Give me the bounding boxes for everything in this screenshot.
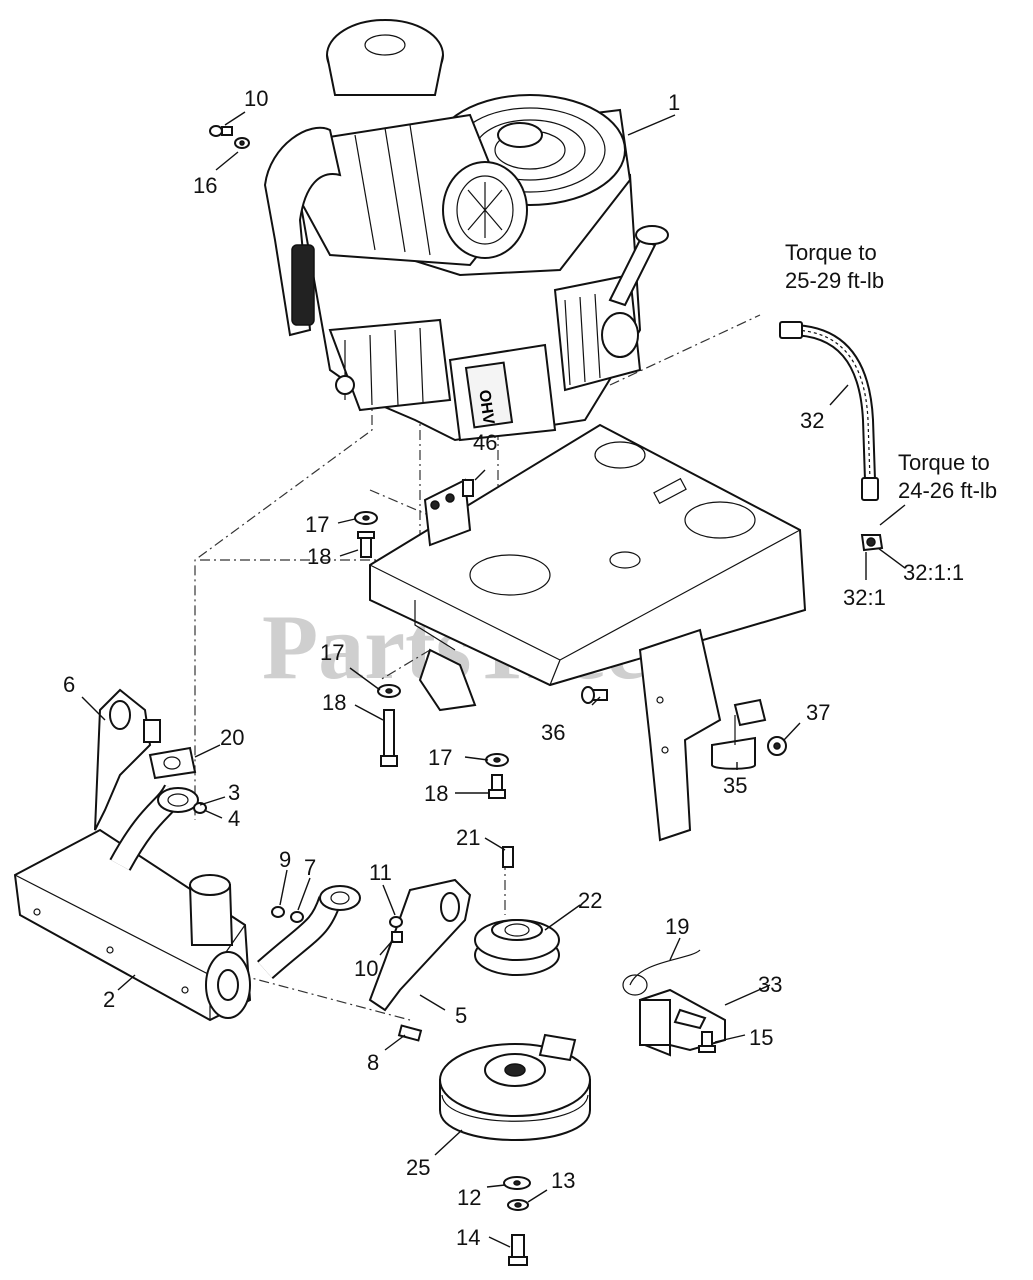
callout-46: 46: [473, 430, 497, 455]
washer-11[interactable]: [389, 916, 403, 928]
washer-9[interactable]: [271, 906, 285, 918]
callout-3: 3: [228, 780, 240, 805]
callout-5: 5: [455, 1003, 467, 1028]
callout-19: 19: [665, 914, 689, 939]
washer-17b[interactable]: [377, 684, 401, 698]
callout-10-lower: 10: [354, 956, 378, 981]
pipe-7[interactable]: [257, 885, 361, 979]
torque-notes: Torque to 25-29 ft-lb Torque to 24-26 ft…: [785, 240, 997, 503]
flange-3[interactable]: [157, 787, 199, 813]
washer-17a[interactable]: [354, 511, 378, 525]
bolt-8[interactable]: [397, 1024, 423, 1042]
clutch-25[interactable]: [439, 1033, 591, 1141]
engine-assembly[interactable]: OHV: [263, 19, 669, 442]
bracket-5[interactable]: [368, 878, 472, 1012]
callout-labels: 1 10 16 32 46 17 18 32:1:1 32:1 17 18 6 …: [63, 86, 964, 1250]
callout-32: 32: [800, 408, 824, 433]
bolt-15[interactable]: [698, 1031, 716, 1053]
callout-14: 14: [456, 1225, 480, 1250]
callout-10-top: 10: [244, 86, 268, 111]
callout-8: 8: [367, 1050, 379, 1075]
callout-36: 36: [541, 720, 565, 745]
callout-32-1-1: 32:1:1: [903, 560, 964, 585]
callout-17-upper: 17: [305, 512, 329, 537]
deck-plate: [369, 423, 807, 842]
washer-16[interactable]: [234, 137, 250, 149]
pin-19[interactable]: [622, 949, 701, 996]
pulley-22[interactable]: [474, 919, 560, 976]
key-21[interactable]: [502, 846, 514, 868]
screw-10-top[interactable]: [209, 125, 233, 137]
muffler[interactable]: [13, 784, 252, 1022]
callout-7: 7: [304, 855, 316, 880]
svg-text:OHV: OHV: [475, 389, 497, 426]
callout-1: 1: [668, 90, 680, 115]
bolt-18b[interactable]: [380, 709, 398, 767]
callout-18-mid: 18: [322, 690, 346, 715]
nut-4[interactable]: [193, 802, 207, 814]
bolt-18a[interactable]: [357, 531, 375, 558]
callout-4: 4: [228, 806, 240, 831]
callout-15: 15: [749, 1025, 773, 1050]
callout-20: 20: [220, 725, 244, 750]
bolt-36[interactable]: [581, 686, 608, 704]
nut-37[interactable]: [767, 736, 787, 756]
callout-11: 11: [369, 860, 392, 885]
washer-13[interactable]: [507, 1199, 529, 1211]
callout-22: 22: [578, 888, 602, 913]
callout-9: 9: [279, 847, 291, 872]
torque-note-upper-line2: 25-29 ft-lb: [785, 268, 884, 293]
heat-shield-6[interactable]: [94, 688, 161, 831]
hose-fitting[interactable]: [860, 534, 884, 552]
torque-note-lower-line2: 24-26 ft-lb: [898, 478, 997, 503]
torque-note-lower-line1: Torque to: [898, 450, 990, 475]
callout-18-lower: 18: [424, 781, 448, 806]
screw-10-lower[interactable]: [391, 931, 403, 943]
bolt-14[interactable]: [508, 1234, 528, 1266]
torque-note-upper-line1: Torque to: [785, 240, 877, 265]
callout-35: 35: [723, 773, 747, 798]
callout-33: 33: [758, 972, 782, 997]
solenoid[interactable]: [423, 478, 474, 547]
bolt-18c[interactable]: [488, 774, 506, 799]
fuel-hose[interactable]: [779, 321, 879, 501]
callout-2: 2: [103, 987, 115, 1012]
callout-13: 13: [551, 1168, 575, 1193]
washer-12[interactable]: [503, 1176, 531, 1190]
callout-32-1: 32:1: [843, 585, 886, 610]
washer-17c[interactable]: [485, 753, 509, 767]
callout-37: 37: [806, 700, 830, 725]
callout-16: 16: [193, 173, 217, 198]
leader-lines: [81, 111, 906, 1248]
callout-12: 12: [457, 1185, 481, 1210]
callout-25: 25: [406, 1155, 430, 1180]
washer-9b[interactable]: [290, 911, 304, 923]
callout-17-lower: 17: [428, 745, 452, 770]
callout-17-mid: 17: [320, 640, 344, 665]
clamp-35[interactable]: [711, 698, 767, 770]
callout-6: 6: [63, 672, 75, 697]
callout-21: 21: [456, 825, 480, 850]
gasket-20[interactable]: [148, 746, 197, 780]
callout-18-upper: 18: [307, 544, 331, 569]
